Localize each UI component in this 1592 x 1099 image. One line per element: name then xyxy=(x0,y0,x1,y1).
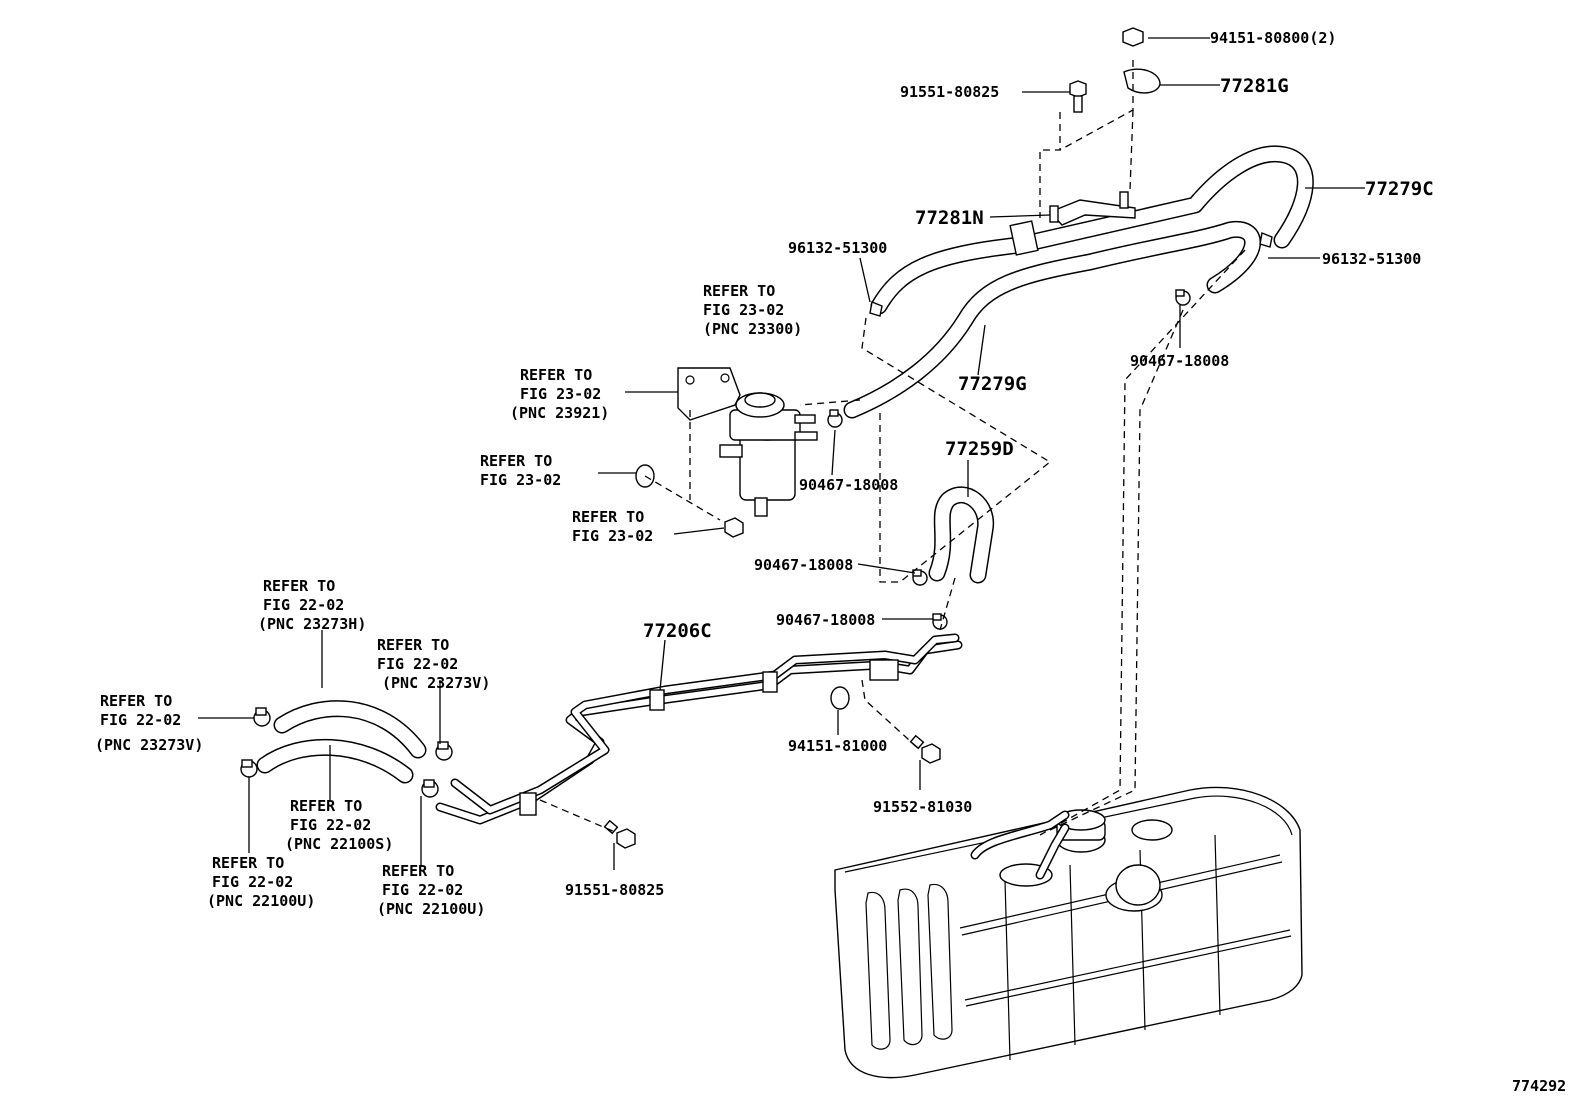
ref-23273v-b-l3: (PNC 23273V) xyxy=(95,736,203,754)
ref-22100u-b-l3: (PNC 22100U) xyxy=(377,900,485,918)
ref-23921-l1: REFER TO xyxy=(520,366,592,384)
label-90467-18008-right: 90467-18008 xyxy=(1130,352,1229,370)
clamp-90467-lower xyxy=(912,569,928,586)
ref-22100u-b-l2: FIG 22-02 xyxy=(382,881,463,899)
pipe-bracket xyxy=(869,659,899,681)
ref-bolt-l1: REFER TO xyxy=(572,508,644,526)
fuel-tank xyxy=(834,786,1303,1079)
ref-22100u-a-l2: FIG 22-02 xyxy=(212,873,293,891)
ref-22100s-l2: FIG 22-02 xyxy=(290,816,371,834)
hose-77279c xyxy=(870,145,1314,315)
ref-23273v-b-l1: REFER TO xyxy=(100,692,172,710)
bracket-77281n xyxy=(1048,191,1136,226)
clamp-left-2 xyxy=(240,759,258,778)
bolt-91552-81030 xyxy=(909,734,941,764)
clamp-90467-bottom xyxy=(932,613,948,630)
label-77279c: 77279C xyxy=(1365,178,1434,200)
ref-23273v-b-l2: FIG 22-02 xyxy=(100,711,181,729)
ref-23921-l2: FIG 23-02 xyxy=(520,385,601,403)
clamp-90467-mid xyxy=(827,409,843,428)
clamp-left-1 xyxy=(253,707,271,727)
ref-23300-l3: (PNC 23300) xyxy=(703,320,802,338)
ref-23273v-a-l2: FIG 22-02 xyxy=(377,655,458,673)
ref-23273v-a-l3: (PNC 23273V) xyxy=(382,674,490,692)
fuel-filter-assembly xyxy=(677,367,818,517)
bolt-91551-top xyxy=(1069,80,1087,113)
figure-id: 774292 xyxy=(1512,1077,1566,1095)
pipe-77206c xyxy=(435,633,963,825)
label-90467-18008-bottom: 90467-18008 xyxy=(776,611,875,629)
label-77279g: 77279G xyxy=(958,373,1027,395)
clamp-left-3 xyxy=(435,741,453,761)
label-96132-51300-left: 96132-51300 xyxy=(788,239,887,257)
bolt-ref xyxy=(724,517,744,538)
hose-sleeve xyxy=(1009,220,1039,256)
ref-22100u-a-l3: (PNC 22100U) xyxy=(207,892,315,910)
pipe-clamp xyxy=(762,671,778,693)
label-77259d: 77259D xyxy=(945,438,1014,460)
ref-22100u-a-l1: REFER TO xyxy=(212,854,284,872)
nut-94151-81000 xyxy=(830,686,850,710)
ref-23273h-l2: FIG 22-02 xyxy=(263,596,344,614)
label-91551-80825-bottom: 91551-80825 xyxy=(565,881,664,899)
label-77281g: 77281G xyxy=(1220,75,1289,97)
pipe-bracket xyxy=(519,792,537,816)
hose-77279g xyxy=(843,220,1262,419)
ref-22100s-l3: (PNC 22100S) xyxy=(285,835,393,853)
ref-23273h-l3: (PNC 23273H) xyxy=(258,615,366,633)
ref-22100s-l1: REFER TO xyxy=(290,797,362,815)
label-90467-18008-mid: 90467-18008 xyxy=(799,476,898,494)
label-96132-51300-right: 96132-51300 xyxy=(1322,250,1421,268)
bolt-91551-bottom xyxy=(603,819,636,849)
hose-77259d xyxy=(928,486,995,584)
ref-grommet-l1: REFER TO xyxy=(480,452,552,470)
label-90467-18008-lower: 90467-18008 xyxy=(754,556,853,574)
ref-23300-l1: REFER TO xyxy=(703,282,775,300)
ref-23273h-l1: REFER TO xyxy=(263,577,335,595)
ref-bolt-l2: FIG 23-02 xyxy=(572,527,653,545)
leader-lines xyxy=(198,37,1365,870)
bracket-77281g xyxy=(1123,68,1161,94)
ref-23921-l3: (PNC 23921) xyxy=(510,404,609,422)
ref-23300-l2: FIG 23-02 xyxy=(703,301,784,319)
clamp-left-4 xyxy=(421,779,439,798)
clamp-90467-right xyxy=(1175,289,1191,306)
ref-23273v-a-l1: REFER TO xyxy=(377,636,449,654)
label-94151-81000: 94151-81000 xyxy=(788,737,887,755)
clip-96132-right xyxy=(1259,232,1273,248)
dashed-guides xyxy=(539,60,1246,836)
hose-upper-left xyxy=(273,700,427,759)
hose-lower-left xyxy=(256,738,414,784)
pipe-clamp xyxy=(649,689,665,711)
label-77281n: 77281N xyxy=(915,207,984,229)
ref-22100u-b-l1: REFER TO xyxy=(382,862,454,880)
label-94151-80800: 94151-80800(2) xyxy=(1210,29,1336,47)
clip-96132-left xyxy=(869,301,883,317)
nut-94151-80800 xyxy=(1122,27,1144,47)
label-91552-81030: 91552-81030 xyxy=(873,798,972,816)
ref-grommet-l2: FIG 23-02 xyxy=(480,471,561,489)
label-77206c: 77206C xyxy=(643,620,712,642)
label-91551-80825-top: 91551-80825 xyxy=(900,83,999,101)
